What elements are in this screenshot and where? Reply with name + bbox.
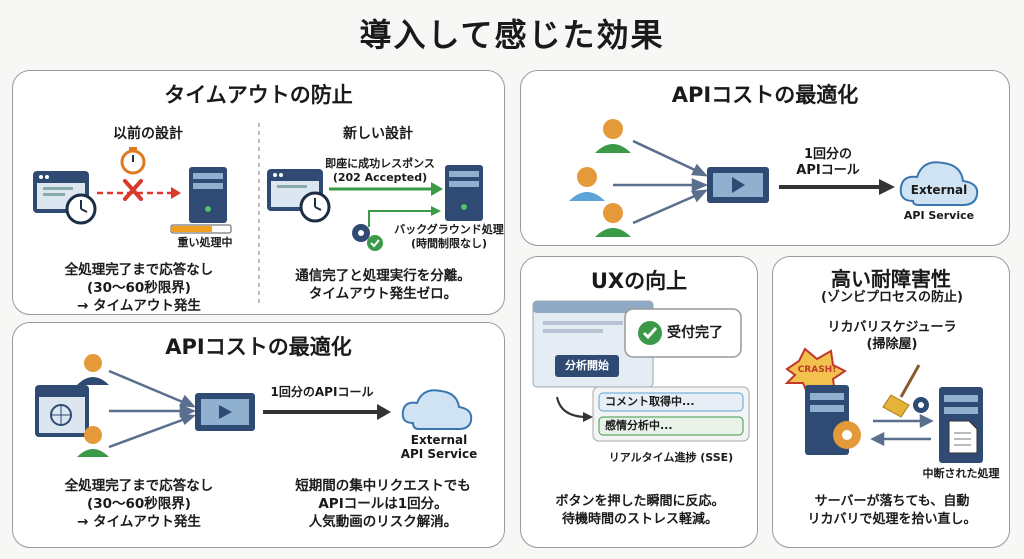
user-icon (595, 119, 631, 153)
card-timeout-title: タイムアウトの防止 (164, 83, 353, 107)
recovery-arrows (870, 413, 934, 447)
right-desc-line-2: APIコールは1回分。 (318, 496, 448, 512)
accepted-popup (624, 308, 742, 358)
cross-icon (123, 179, 143, 201)
background-arrow (368, 210, 433, 227)
background-process-label: バックグラウンド処理 (394, 223, 504, 236)
left-desc-line-1: 全処理完了まで応答なし (64, 478, 214, 494)
api-service-label: API Service (903, 209, 975, 222)
before-desc-line-2: (30〜60秒限界) (87, 280, 191, 296)
document-icon (948, 420, 978, 454)
left-desc-line-2: (30〜60秒限界) (87, 496, 191, 512)
left-desc-line-3: → タイムアウト発生 (77, 514, 201, 530)
user-icon (77, 426, 109, 457)
card-fault-tolerance: 高い耐障害性 (ゾンビプロセスの防止) リカバリスケジューラ (掃除屋) (772, 256, 1010, 548)
immediate-response-label: 即座に成功レスポンス (325, 157, 435, 170)
heavy-processing-label: 重い処理中 (177, 236, 233, 249)
before-design-title: 以前の設計 (113, 126, 183, 142)
api-right-diagram (569, 119, 979, 237)
cloud-external-label: External (910, 183, 968, 197)
api-call-line-1: 1回分の (803, 147, 853, 162)
after-desc-line-2: タイムアウト発生ゼロ。 (308, 286, 458, 302)
progress-comment-fetch: コメント取得中... (605, 395, 695, 408)
server-icon (189, 167, 227, 223)
gear-icon (913, 397, 929, 413)
start-analysis-button[interactable]: 分析開始 (555, 355, 619, 377)
card-ux: UXの向上 分析開始 受付完了 コメント取得中... 感情分析中... リアルタ… (520, 256, 758, 548)
api-call-line-2: APIコール (796, 163, 860, 178)
before-description: 全処理完了まで応答なし (30〜60秒限界) → タイムアウト発生 (21, 261, 257, 315)
api-service-label: API Service (400, 447, 478, 461)
timeout-diagram (33, 123, 483, 305)
broom-icon (882, 364, 921, 418)
card-fault-subtitle: (ゾンビプロセスの防止) (821, 290, 963, 305)
gear-icon (833, 421, 861, 449)
api-left-right-description: 短期間の集中リクエストでも APIコールは1回分。 人気動画のリスク解消。 (263, 477, 503, 531)
progress-bar (170, 224, 232, 234)
scheduler-label: リカバリスケジューラ (掃除屋) (773, 319, 1011, 353)
interrupted-process-label: 中断された処理 (922, 467, 1000, 480)
stopwatch-icon (120, 147, 146, 175)
card-ux-title: UXの向上 (590, 269, 688, 293)
before-desc-line-1: 全処理完了まで応答なし (64, 262, 214, 278)
page-title: 導入して感じた効果 (359, 16, 665, 54)
right-desc-line-1: 短期間の集中リクエストでも (295, 478, 471, 494)
fault-desc-line-2: リカバリで処理を拾い直し。 (807, 512, 977, 527)
after-design-title: 新しい設計 (343, 126, 413, 142)
user-icon (569, 167, 605, 201)
card-api-cost-left: APIコストの最適化 1回分のAPIコール Ex (12, 322, 505, 548)
ux-description: ボタンを押した瞬間に反応。 待機時間のストレス軽減。 (525, 493, 755, 529)
api-call-label: 1回分の APIコール (783, 147, 873, 179)
fault-desc-line-1: サーバーが落ちても、自動 (814, 494, 970, 509)
external-service-label: External API Service (391, 433, 487, 461)
accepted-popup-label: 受付完了 (667, 325, 723, 341)
realtime-progress-label: リアルタイム進捗 (SSE) (608, 451, 734, 464)
after-desc-line-1: 通信完了と処理実行を分離。 (295, 268, 471, 284)
accepted-label: (202 Accepted) (332, 171, 428, 184)
video-player-icon (195, 393, 255, 431)
card-fault-title: 高い耐障害性 (831, 267, 951, 291)
api-left-left-description: 全処理完了まで応答なし (30〜60秒限界) → タイムアウト発生 (21, 477, 257, 531)
user-icon (77, 354, 109, 385)
no-time-limit-label: (時間制限なし) (410, 237, 488, 250)
api-left-diagram (35, 354, 473, 457)
video-player-icon (707, 167, 769, 203)
progress-sentiment-analysis: 感情分析中... (605, 419, 673, 432)
ux-desc-line-1: ボタンを押した瞬間に反応。 (555, 494, 725, 509)
server-icon (445, 165, 483, 221)
card-api-left-title: APIコストの最適化 (165, 335, 352, 359)
fault-description: サーバーが落ちても、自動 リカバリで処理を拾い直し。 (777, 493, 1007, 529)
scheduler-line-1: リカバリスケジューラ (827, 320, 957, 335)
cloud-icon (899, 161, 979, 206)
clock-icon (65, 193, 97, 225)
browser-globe-icon (35, 385, 89, 437)
card-timeout: タイムアウトの防止 以前の設計 新しい設計 (12, 70, 505, 315)
flow-arrow (556, 396, 588, 418)
cloud-icon (401, 389, 473, 430)
gear-check-icon (352, 224, 383, 251)
external-label: External (410, 433, 468, 447)
before-desc-line-3: → タイムアウト発生 (77, 298, 201, 314)
crash-label: CRASH! (797, 365, 837, 375)
ux-desc-line-2: 待機時間のストレス軽減。 (561, 512, 718, 527)
fault-diagram (784, 347, 983, 463)
card-api-right-title: APIコストの最適化 (671, 83, 859, 107)
progress-panel (592, 386, 750, 442)
api-call-label: 1回分のAPIコール (270, 385, 374, 399)
scheduler-line-2: (掃除屋) (866, 337, 918, 352)
clock-icon (299, 191, 331, 223)
right-desc-line-3: 人気動画のリスク解消。 (308, 514, 458, 530)
user-icon (595, 203, 631, 237)
card-api-cost-right: APIコストの最適化 1回分の APIコール External API (520, 70, 1010, 246)
request-arrows (613, 139, 709, 225)
after-description: 通信完了と処理実行を分離。 タイムアウト発生ゼロ。 (263, 267, 503, 303)
request-arrows (108, 369, 197, 449)
